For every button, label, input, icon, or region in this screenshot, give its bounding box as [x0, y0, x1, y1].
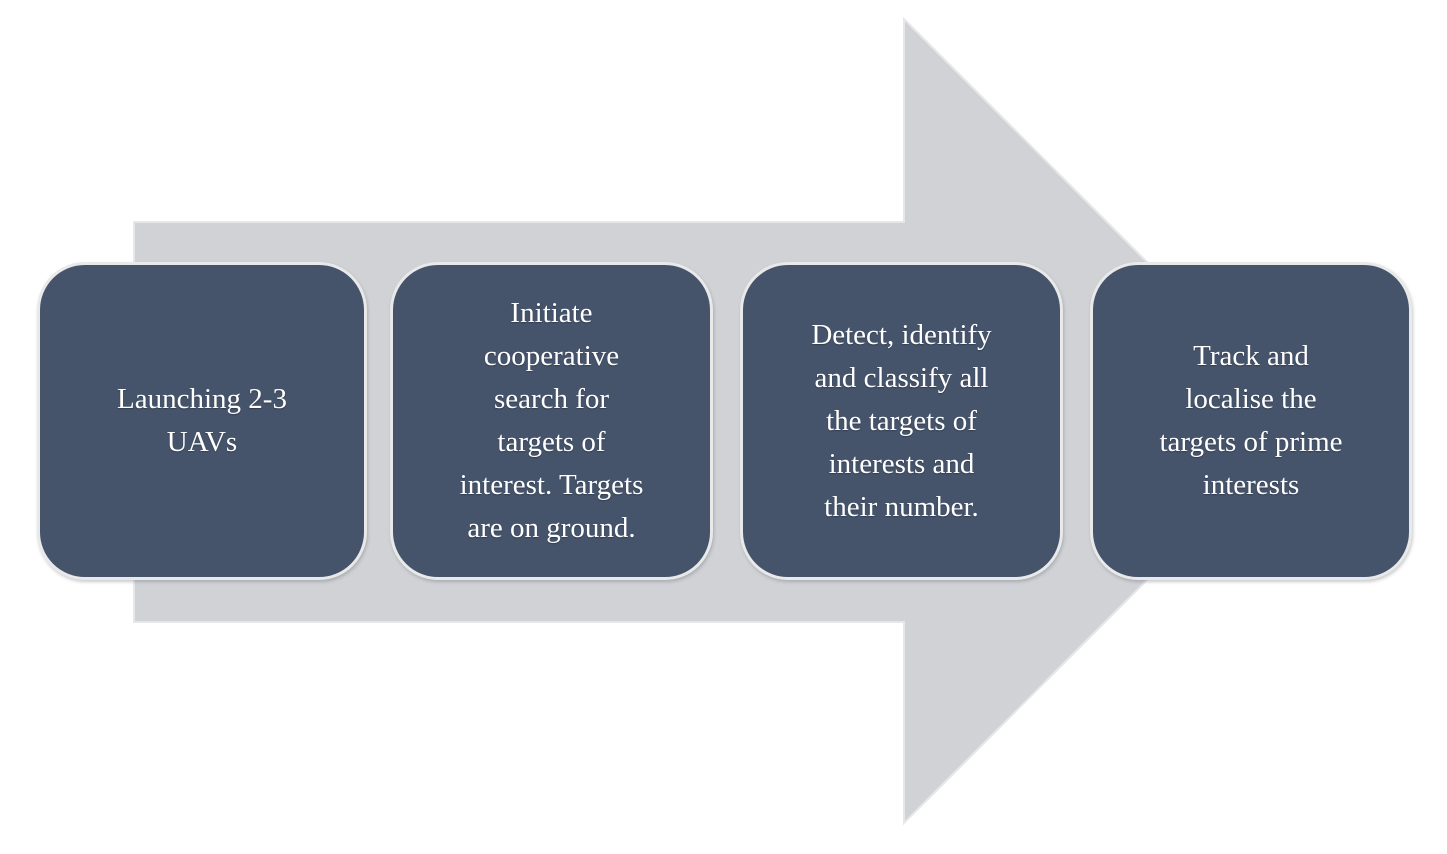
- process-step-1-label: Launching 2-3 UAVs: [117, 383, 287, 458]
- process-step-4: Track and localise the targets of prime …: [1090, 262, 1412, 580]
- right-arrow-polygon: [133, 16, 1308, 826]
- process-step-3-label: Detect, identify and classify all the ta…: [811, 318, 992, 523]
- process-step-2: Initiate cooperative search for targets …: [390, 262, 713, 580]
- process-step-3: Detect, identify and classify all the ta…: [740, 262, 1063, 580]
- process-step-2-label: Initiate cooperative search for targets …: [459, 297, 644, 544]
- process-step-4-label: Track and localise the targets of prime …: [1159, 340, 1343, 501]
- process-step-1: Launching 2-3 UAVs: [37, 262, 367, 580]
